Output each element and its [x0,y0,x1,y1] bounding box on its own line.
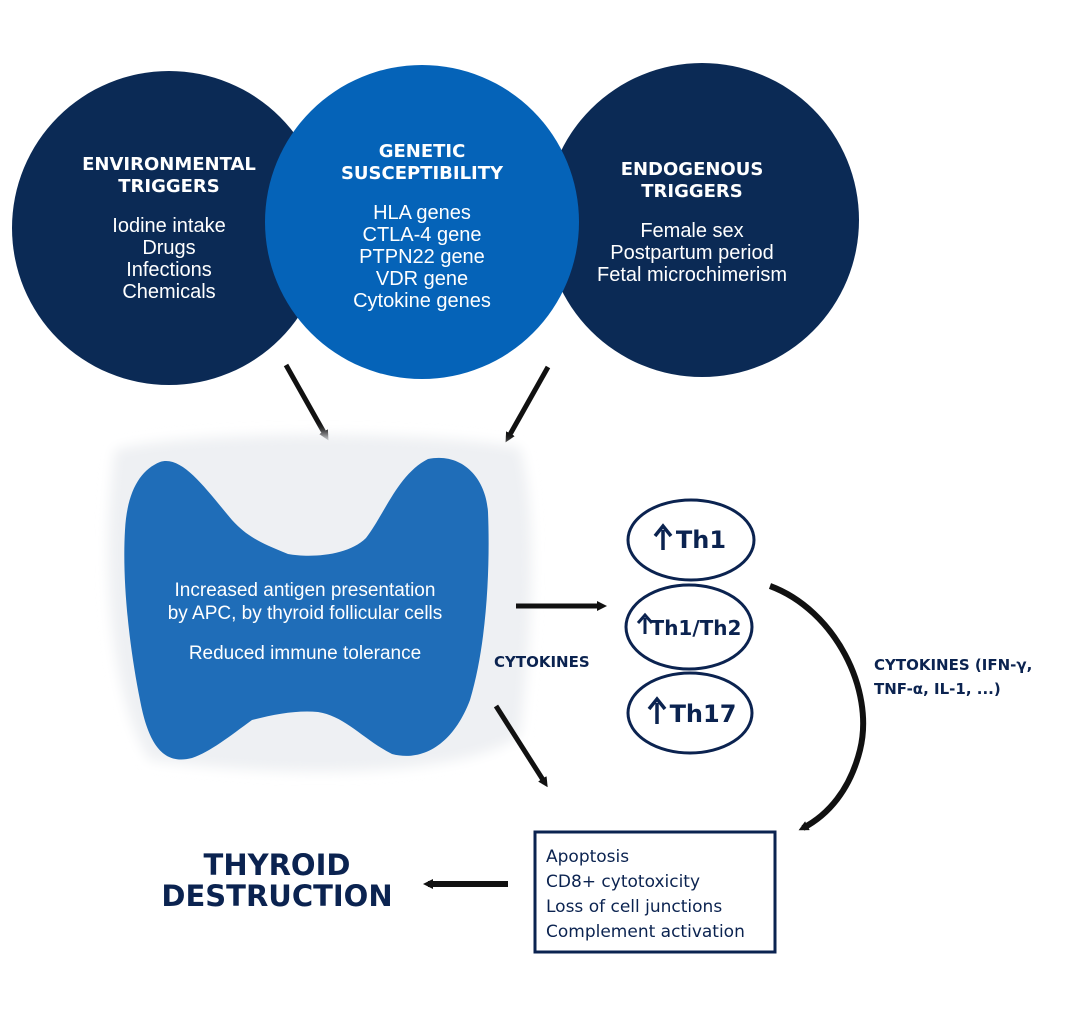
genetic-item: Cytokine genes [353,290,491,312]
cytokines-label-right-line1: CYTOKINES (IFN-γ, [874,656,1032,674]
genetic-title-line1: GENETIC [379,141,466,162]
effects-box [533,830,777,954]
effect-item: Apoptosis [546,847,629,867]
genetic-item: PTPN22 gene [359,246,485,268]
effect-item: Complement activation [546,922,745,942]
up-arrow-icon [636,612,654,634]
endogenous-item: Fetal microchimerism [597,264,787,286]
environmental-triggers-circle [12,71,326,385]
thyroid-text-line2: by APC, by thyroid follicular cells [168,603,443,624]
genetic-title-line2: SUSCEPTIBILITY [341,163,504,184]
effect-item: Loss of cell junctions [546,897,722,917]
endogenous-title-line1: ENDOGENOUS [621,159,764,180]
environmental-item: Iodine intake [112,215,225,237]
thyroid-text-line3: Reduced immune tolerance [189,643,421,664]
genetic-item: VDR gene [376,268,468,290]
thyroid-destruction-line2: DESTRUCTION [161,879,392,913]
genetic-item: CTLA-4 gene [363,224,482,246]
environmental-item: Drugs [142,237,195,259]
arrow-environmental-to-thyroid [283,363,329,441]
th1-label: Th1 [676,526,726,554]
endogenous-title-line2: TRIGGERS [641,181,743,202]
genetic-susceptibility-circle [265,65,579,379]
environmental-title-line1: ENVIRONMENTAL [82,154,256,175]
thyroid-gland-shape [124,457,489,760]
cytokines-label-left: CYTOKINES [494,653,590,671]
th17-oval [626,671,754,755]
up-arrow-icon [653,523,673,550]
effect-item: CD8+ cytotoxicity [546,872,700,892]
th1-oval [626,498,756,582]
environmental-item: Infections [126,259,212,281]
endogenous-item: Postpartum period [610,242,773,264]
th17-label: Th17 [670,700,737,728]
th1-th2-label: Th1/Th2 [651,616,742,640]
thyroid-text-line1: Increased antigen presentation [175,580,436,601]
th1-th2-oval [624,583,754,671]
endogenous-item: Female sex [640,220,743,242]
arrow-endogenous-to-thyroid [505,365,551,443]
up-arrow-icon [647,696,667,724]
genetic-item: HLA genes [373,202,471,224]
cytokines-label-right-line2: TNF-α, IL-1, ...) [874,680,1001,698]
curved-arrow-to-effects [768,583,867,831]
endogenous-triggers-circle [545,63,859,377]
arrow-thyroid-to-effects [493,704,548,788]
environmental-title-line2: TRIGGERS [118,176,220,197]
environmental-item: Chemicals [122,281,215,303]
thyroid-destruction-line1: THYROID [204,848,351,882]
